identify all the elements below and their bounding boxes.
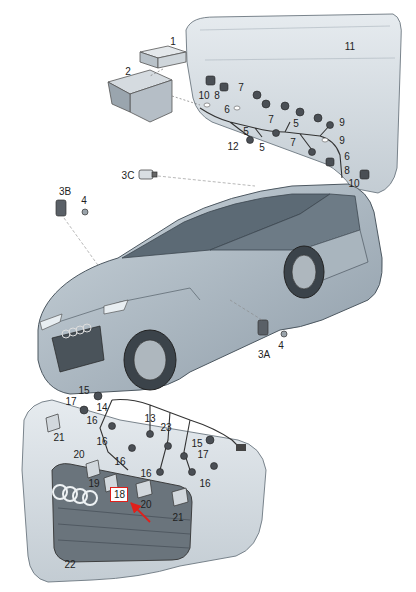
- callout-number: 18: [114, 490, 124, 500]
- callout-number: 4: [277, 341, 285, 351]
- callout-number: 12: [226, 142, 239, 152]
- callout-number: 3A: [257, 350, 271, 360]
- callout-number: 19: [87, 479, 100, 489]
- callout-number: 20: [72, 450, 85, 460]
- callout-number: 10: [347, 179, 360, 189]
- callout-number: 6: [343, 152, 351, 162]
- callout-number: 7: [289, 138, 297, 148]
- callout-number: 14: [95, 403, 108, 413]
- callout-number: 16: [139, 469, 152, 479]
- callout-number: 5: [258, 143, 266, 153]
- callout-number: 3B: [58, 187, 72, 197]
- car-body: [38, 184, 382, 394]
- callout-number: 11: [344, 42, 356, 52]
- callout-number: 2: [124, 67, 132, 77]
- callout-number: 8: [343, 166, 351, 176]
- rain-light-sensor: [139, 170, 157, 179]
- callout-number: 9: [338, 136, 346, 146]
- callout-number: 7: [267, 115, 275, 125]
- callout-number: 5: [242, 127, 250, 137]
- control-unit: [140, 46, 186, 68]
- callout-number: 21: [171, 513, 184, 523]
- grille: [52, 464, 192, 562]
- wiring-harness: [200, 108, 342, 178]
- callout-number: 17: [196, 450, 209, 460]
- sensor-holders: [46, 414, 188, 506]
- callout-number: 6: [223, 105, 231, 115]
- rear-sensors: [206, 76, 369, 179]
- callout-number: 9: [338, 118, 346, 128]
- wiring-harness: [100, 400, 240, 470]
- callout-number: 13: [143, 414, 156, 424]
- side-sensor: [258, 320, 287, 337]
- front-sensors: [80, 392, 218, 476]
- callout-number: 15: [190, 439, 203, 449]
- callout-number: 1: [169, 37, 177, 47]
- callout-number: 7: [237, 83, 245, 93]
- callout-number: 15: [77, 386, 90, 396]
- callout-number: 16: [95, 437, 108, 447]
- highlight-box: 18: [110, 487, 128, 502]
- callout-number: 20: [139, 500, 152, 510]
- callout-number: 8: [213, 91, 221, 101]
- callout-number: 22: [63, 560, 76, 570]
- callout-number: 16: [198, 479, 211, 489]
- callout-number: 16: [113, 457, 126, 467]
- bracket: [108, 70, 172, 122]
- callout-number: 23: [159, 423, 172, 433]
- rear-bumper: [186, 14, 401, 193]
- callout-number: 4: [80, 196, 88, 206]
- callout-number: 3C: [121, 171, 136, 181]
- front-bumper: [22, 400, 266, 582]
- callout-number: 5: [292, 119, 300, 129]
- callout-number: 16: [85, 416, 98, 426]
- callout-number: 10: [197, 91, 210, 101]
- callout-number: 17: [64, 397, 77, 407]
- callout-number: 21: [52, 433, 65, 443]
